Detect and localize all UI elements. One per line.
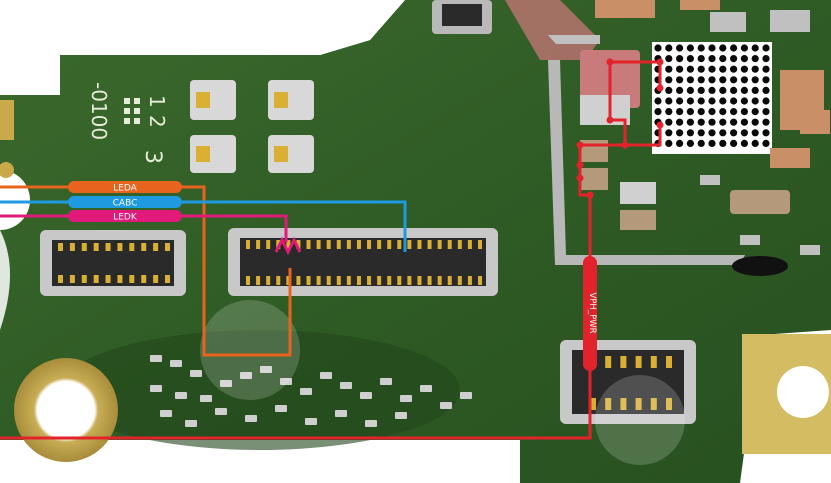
ledk-pill: LEDK <box>68 210 182 223</box>
ledk-label: LEDK <box>113 213 138 223</box>
board-edge-top-left <box>300 0 405 55</box>
cabc-label: CABC <box>113 199 138 209</box>
phoneboard-logo-icon <box>200 300 685 465</box>
bga-chip <box>652 42 772 154</box>
test-point-dot <box>606 116 614 124</box>
test-point-dot <box>576 161 584 169</box>
silk-dot-grid <box>124 98 140 124</box>
pink-shield-area <box>505 0 600 60</box>
test-point-dot <box>656 84 664 92</box>
test-point-dot <box>621 141 629 149</box>
passive-component-cluster <box>150 355 472 427</box>
connector-main <box>228 228 498 296</box>
vph-pwr-label: VPH_PWR <box>587 292 597 333</box>
cabc-pill: CABC <box>68 196 182 209</box>
vph-pwr-pill: VPH_PWR <box>583 256 597 371</box>
leda-label: LEDA <box>113 184 137 194</box>
test-point-dot <box>576 174 584 182</box>
test-point-dot <box>576 141 584 149</box>
connector-small <box>40 230 186 296</box>
silk-number-3: 3 <box>140 150 165 164</box>
test-point-dot <box>656 121 664 129</box>
silk-partial-label: -0100 <box>87 82 111 140</box>
leda-pill: LEDA <box>68 181 182 194</box>
silver-shield-right <box>548 35 600 44</box>
test-point-dot <box>656 58 664 66</box>
vph-pwr-test-points <box>576 58 664 199</box>
silk-number-2: 2 <box>145 115 169 128</box>
test-point-dot <box>586 191 594 199</box>
test-point-dot <box>606 58 614 66</box>
silk-number-1: 1 <box>145 95 169 108</box>
gold-capacitor-group <box>190 80 314 173</box>
